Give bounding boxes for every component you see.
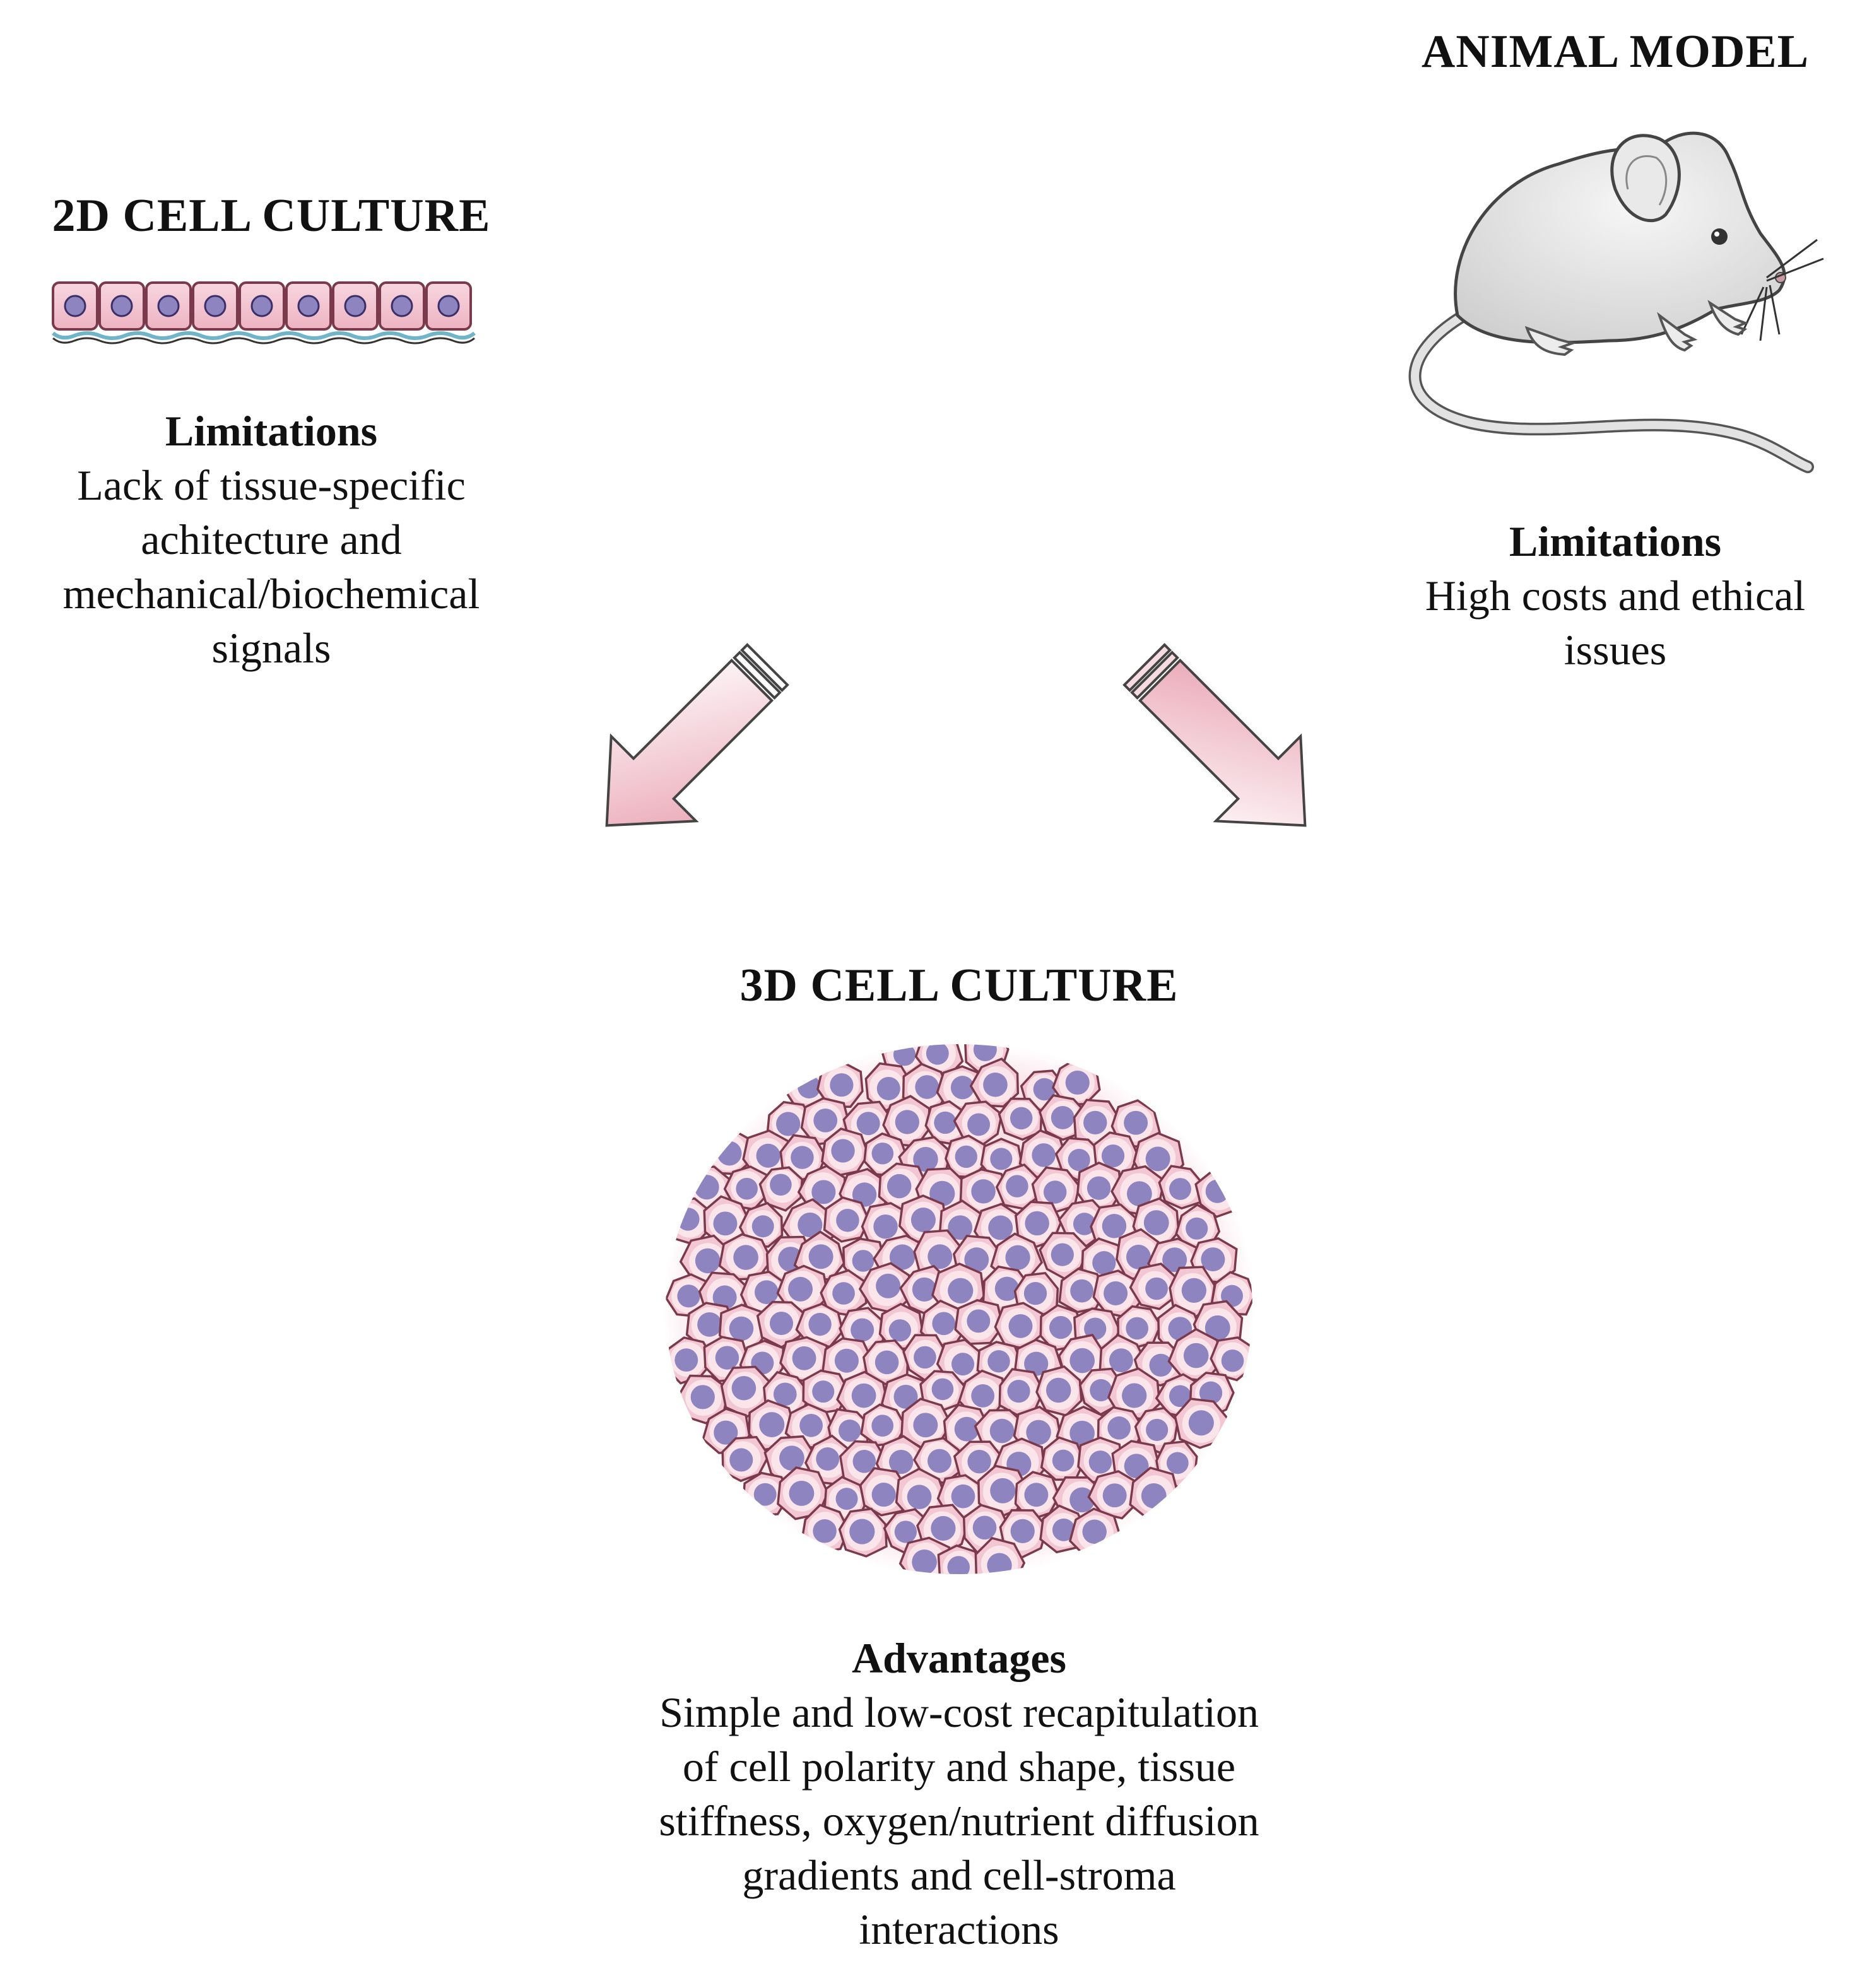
center-advantages-line: of cell polarity and shape, tissue [682,1743,1236,1791]
center-advantages-line: gradients and cell-stroma [742,1851,1176,1899]
center-advantages-heading: Advantages [851,1634,1067,1682]
arrow-icon [1122,643,1307,827]
2d-monolayer-icon [52,281,476,344]
left-limitations-line: signals [211,624,331,672]
right-limitations-line: High costs and ethical [1425,572,1806,620]
center-advantages-line: Simple and low-cost recapitulation [659,1688,1259,1736]
left-limitations-heading: Limitations [165,407,378,455]
center-advantages-line: interactions [859,1905,1059,1953]
arrow-icon [605,643,789,827]
title-animal-model: ANIMAL MODEL [1421,26,1810,78]
title-3d-cell-culture: 3D CELL CULTURE [739,960,1179,1011]
left-limitations: Limitations Lack of tissue-specific achi… [13,404,530,675]
right-limitations-heading: Limitations [1509,517,1722,565]
spheroid-icon [663,1041,1256,1577]
left-limitations-line: achitecture and [141,515,402,563]
center-advantages: Advantages Simple and low-cost recapitul… [568,1631,1350,1956]
right-limitations-line: issues [1564,626,1667,674]
left-limitations-line: Lack of tissue-specific [77,461,466,509]
right-limitations: Limitations High costs and ethical issue… [1375,514,1855,677]
mouse-icon [1408,131,1824,473]
center-advantages-line: stiffness, oxygen/nutrient diffusion [659,1797,1259,1845]
title-2d-cell-culture: 2D CELL CULTURE [52,190,491,242]
left-limitations-line: mechanical/biochemical [62,570,480,618]
